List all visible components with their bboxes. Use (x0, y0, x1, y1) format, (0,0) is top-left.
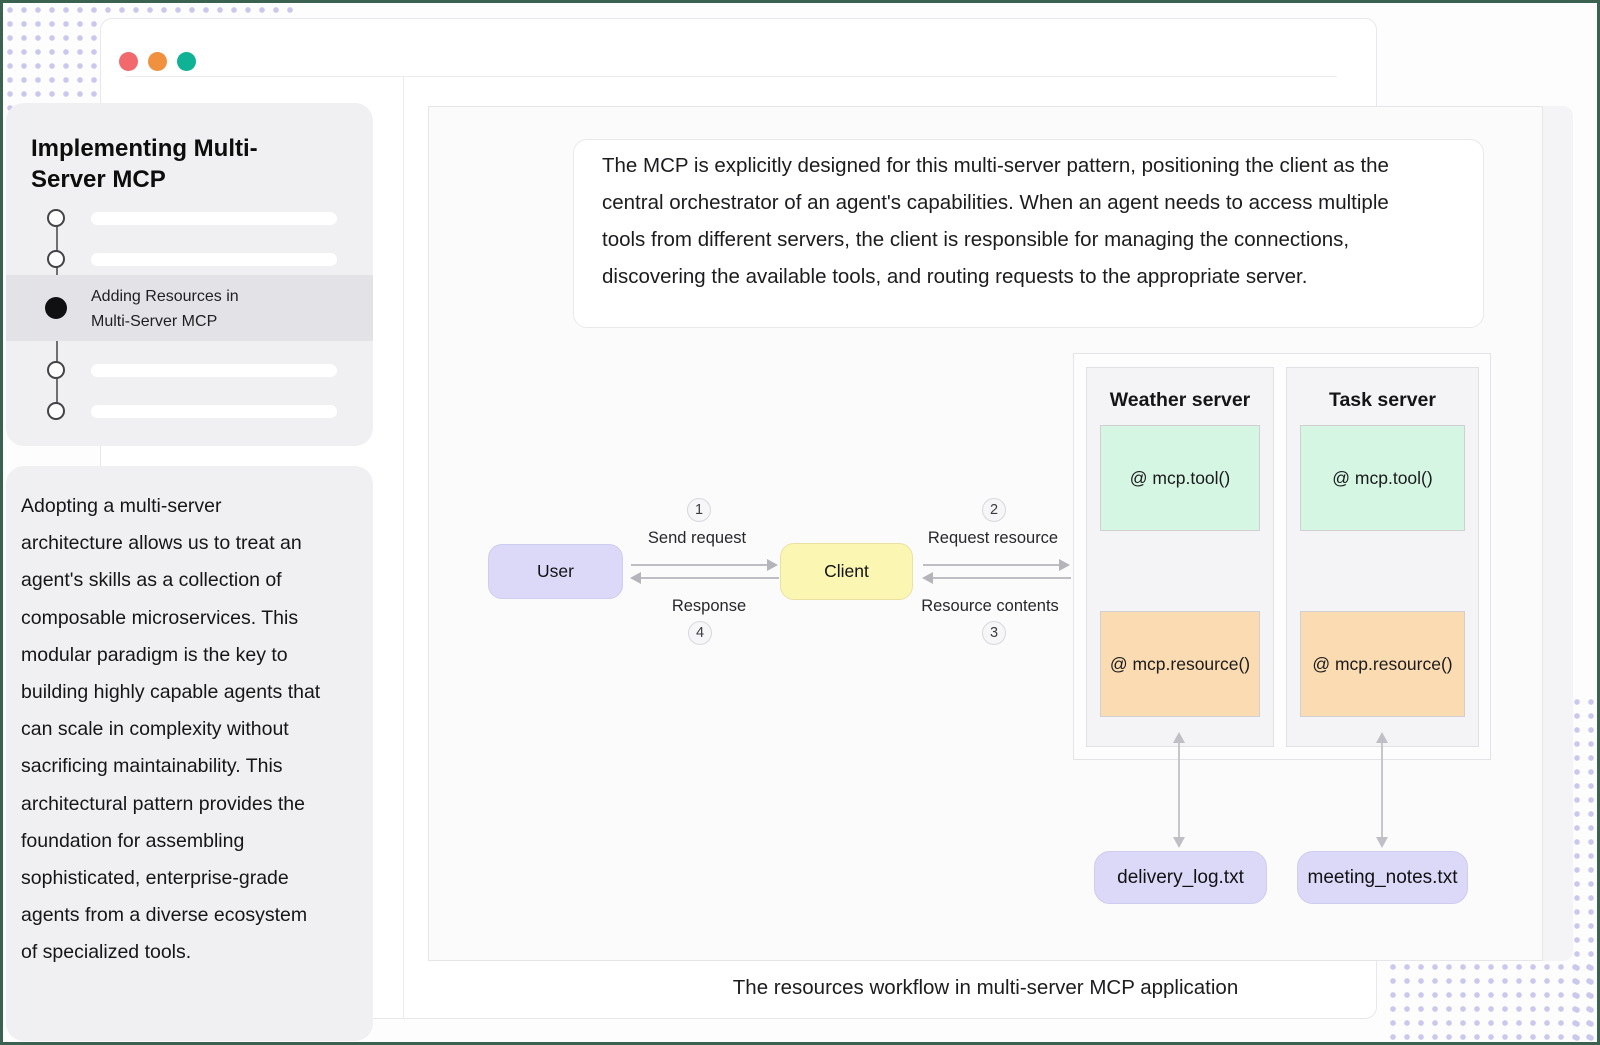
step-number: 3 (989, 625, 999, 641)
weather-file-link-line (1178, 742, 1180, 838)
flow-label-response: Response (671, 597, 747, 615)
sidebar-description-card: Adopting a multi-server architecture all… (6, 466, 373, 1041)
traffic-light-close-icon[interactable] (119, 52, 138, 71)
arrow-client-to-servers (923, 564, 1061, 566)
task-file-link-line (1381, 742, 1383, 838)
meeting-notes-file-node: meeting_notes.txt (1297, 851, 1468, 904)
step-badge-2: 2 (982, 498, 1006, 522)
intro-text: The MCP is explicitly designed for this … (602, 154, 1389, 288)
weather-server-title: Weather server (1109, 389, 1251, 411)
active-step-dot-icon (45, 297, 67, 319)
step-number: 2 (989, 502, 999, 518)
flow-label-request-resource: Request resource (927, 529, 1059, 547)
servers-container: Weather server @ mcp.tool() @ mcp.resour… (1073, 353, 1491, 760)
arrow-right-icon (767, 559, 778, 571)
step-circle-icon (47, 209, 65, 227)
traffic-light-minimize-icon[interactable] (148, 52, 167, 71)
sidebar-divider (403, 76, 404, 1018)
step-badge-4: 4 (688, 621, 712, 645)
weather-tool-box: @ mcp.tool() (1100, 425, 1260, 531)
diagram-caption: The resources workflow in multi-server M… (732, 976, 1239, 999)
step-skeleton-bar[interactable] (91, 253, 337, 266)
arrow-down-icon (1173, 837, 1185, 848)
page-title: Implementing Multi- Server MCP (31, 135, 258, 193)
delivery-log-file-node: delivery_log.txt (1094, 851, 1267, 904)
task-server-panel: Task server @ mcp.tool() @ mcp.resource(… (1286, 367, 1479, 747)
user-node: User (488, 544, 623, 599)
client-node-label: Client (824, 561, 869, 581)
traffic-light-zoom-icon[interactable] (177, 52, 196, 71)
user-node-label: User (537, 561, 574, 581)
active-step-highlight[interactable] (6, 275, 373, 341)
client-node: Client (780, 543, 913, 600)
flow-label-resource-contents: Resource contents (921, 597, 1059, 615)
step-skeleton-bar[interactable] (91, 364, 337, 377)
sidebar-paragraph: Adopting a multi-server architecture all… (21, 495, 321, 964)
step-badge-1: 1 (687, 498, 711, 522)
toolbar-divider (125, 76, 1337, 77)
step-circle-icon (47, 250, 65, 268)
arrow-client-to-user (641, 577, 779, 579)
step-skeleton-bar[interactable] (91, 405, 337, 418)
step-number: 4 (695, 625, 705, 641)
step-badge-3: 3 (982, 621, 1006, 645)
sidebar-outline-card: Implementing Multi- Server MCP Adding Re… (6, 103, 373, 446)
task-server-title: Task server (1329, 389, 1436, 411)
step-circle-icon (47, 402, 65, 420)
arrow-servers-to-client (933, 577, 1071, 579)
arrow-up-icon (1173, 732, 1185, 743)
arrow-left-icon (630, 572, 641, 584)
step-circle-icon (47, 361, 65, 379)
arrow-up-icon (1376, 732, 1388, 743)
arrow-left-icon (922, 572, 933, 584)
flow-label-send-request: Send request (647, 529, 747, 547)
arrow-right-icon (1059, 559, 1070, 571)
dot-pattern-bottom-right (1386, 960, 1597, 1042)
intro-text-box: The MCP is explicitly designed for this … (573, 139, 1484, 328)
step-number: 1 (694, 502, 704, 518)
arrow-user-to-client (631, 564, 769, 566)
weather-resource-box: @ mcp.resource() (1100, 611, 1260, 717)
task-resource-box: @ mcp.resource() (1300, 611, 1465, 717)
arrow-down-icon (1376, 837, 1388, 848)
weather-server-panel: Weather server @ mcp.tool() @ mcp.resour… (1086, 367, 1274, 747)
active-step-label[interactable]: Adding Resources in Multi-Server MCP (91, 288, 239, 330)
task-tool-box: @ mcp.tool() (1300, 425, 1465, 531)
step-skeleton-bar[interactable] (91, 212, 337, 225)
